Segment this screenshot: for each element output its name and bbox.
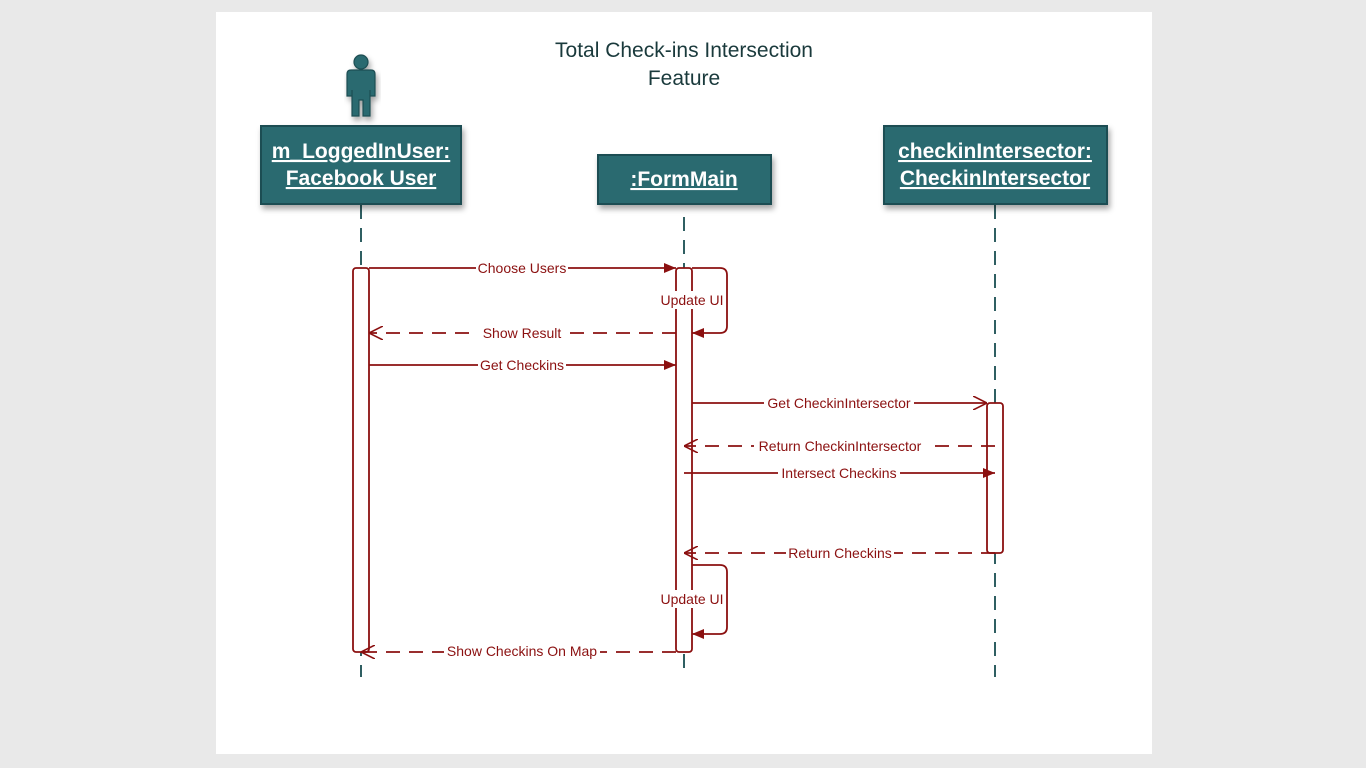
participant-user-type: Facebook User xyxy=(286,167,437,190)
message-arrow-update-ui-2 xyxy=(692,564,728,639)
activation-intersector xyxy=(986,402,1004,554)
participant-user[interactable]: m_LoggedInUser: Facebook User xyxy=(260,125,462,205)
activation-user xyxy=(352,267,370,653)
message-choose-users[interactable]: Choose Users xyxy=(476,259,568,277)
message-label-update-ui-1: Update UI xyxy=(660,292,723,308)
sequence-diagram: Total Check-ins Intersection Feature m_L… xyxy=(260,39,1108,677)
diagram-canvas: Total Check-ins Intersection Feature m_L… xyxy=(216,12,1152,754)
message-intersect-checkins[interactable]: Intersect Checkins xyxy=(778,464,900,482)
person-icon xyxy=(346,54,376,117)
message-labels: Choose Users Update UI Show Result Get C… xyxy=(444,259,926,661)
participant-form-name: :FormMain xyxy=(630,168,737,191)
message-label-show-result: Show Result xyxy=(483,325,562,341)
message-label-intersect-checkins: Intersect Checkins xyxy=(781,465,896,481)
message-label-choose-users: Choose Users xyxy=(478,260,567,276)
participant-form[interactable]: :FormMain xyxy=(597,154,772,205)
message-return-intersector[interactable]: Return CheckinIntersector xyxy=(754,437,926,455)
message-arrow-update-ui-1 xyxy=(692,267,728,338)
participant-intersector-name: checkinIntersector: xyxy=(898,140,1092,163)
participant-user-name: m_LoggedInUser: xyxy=(272,140,451,163)
diagram-title-line2: Feature xyxy=(648,67,720,90)
message-update-ui-1[interactable]: Update UI xyxy=(656,291,726,309)
message-show-checkins-map[interactable]: Show Checkins On Map xyxy=(444,643,600,661)
message-return-checkins[interactable]: Return Checkins xyxy=(786,544,894,562)
participant-intersector[interactable]: checkinIntersector: CheckinIntersector xyxy=(883,125,1108,205)
message-show-result[interactable]: Show Result xyxy=(478,324,566,342)
message-label-get-intersector: Get CheckinIntersector xyxy=(767,395,911,411)
diagram-title-line1: Total Check-ins Intersection xyxy=(555,39,813,62)
message-label-show-checkins-map: Show Checkins On Map xyxy=(447,643,597,659)
message-label-update-ui-2: Update UI xyxy=(660,591,723,607)
message-get-checkins[interactable]: Get Checkins xyxy=(478,356,566,374)
message-update-ui-2[interactable]: Update UI xyxy=(656,590,726,608)
message-label-get-checkins: Get Checkins xyxy=(480,357,564,373)
participant-intersector-type: CheckinIntersector xyxy=(900,167,1090,190)
message-get-intersector[interactable]: Get CheckinIntersector xyxy=(764,394,914,412)
message-label-return-checkins: Return Checkins xyxy=(788,545,892,561)
message-label-return-intersector: Return CheckinIntersector xyxy=(759,438,922,454)
